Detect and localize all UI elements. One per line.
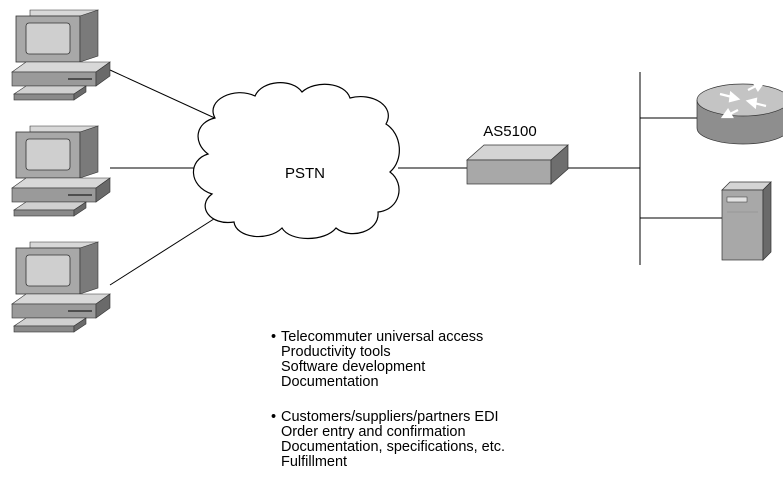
bullet-heading-text: Telecommuter universal access	[281, 329, 484, 345]
list-item: Productivity tools	[281, 344, 391, 360]
access-server-label: AS5100	[483, 123, 536, 140]
list-item: Order entry and confirmation	[281, 424, 466, 440]
bullet-block-edi: • Customers/suppliers/partners EDI Order…	[271, 410, 691, 470]
bullet-heading-text: Customers/suppliers/partners EDI	[281, 409, 499, 425]
bullet-heading: • Customers/suppliers/partners EDI	[271, 410, 691, 425]
list-item: Documentation, specifications, etc.	[281, 439, 506, 455]
bullet-list: • Telecommuter universal access Producti…	[271, 330, 691, 490]
cloud-icon: PSTN	[192, 82, 400, 239]
router-icon	[696, 81, 783, 145]
list-item: Fulfillment	[281, 454, 348, 470]
bullet-dot: •	[271, 409, 277, 425]
pc-icon	[11, 125, 111, 217]
pc-icon	[11, 9, 111, 101]
access-server-icon: AS5100	[466, 123, 569, 185]
bullet-sub-items: Order entry and confirmation Documentati…	[271, 425, 691, 470]
list-item: Software development	[281, 359, 426, 375]
cloud-label: PSTN	[285, 165, 325, 182]
bullet-dot: •	[271, 329, 277, 345]
link-pc1-cloud	[109, 69, 231, 126]
list-item: Documentation	[281, 374, 379, 390]
bullet-heading: • Telecommuter universal access	[271, 330, 691, 345]
bullet-block-telecommuter: • Telecommuter universal access Producti…	[271, 330, 691, 390]
link-pc3-cloud	[109, 209, 229, 286]
server-icon	[721, 181, 772, 261]
connection-lines	[109, 69, 722, 286]
bullet-sub-items: Productivity tools Software development …	[271, 345, 691, 390]
pc-icon	[11, 241, 111, 333]
